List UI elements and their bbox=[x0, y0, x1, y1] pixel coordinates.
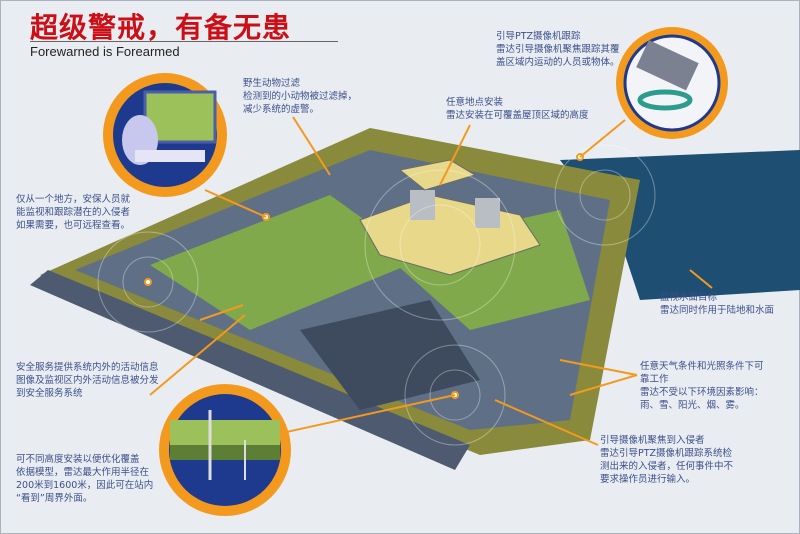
lawn bbox=[150, 195, 420, 330]
ptz-camera-callout bbox=[616, 27, 728, 139]
tank bbox=[475, 198, 500, 228]
control-room-callout bbox=[103, 73, 227, 197]
radar-node bbox=[144, 278, 152, 286]
note-mount-heights: 可不同高度安装以便优化覆盖 依据模型，雷达最大作用半径在 200米到1600米，… bbox=[16, 454, 154, 504]
note-install-anywhere: 任意地点安装 雷达安装在可覆盖屋顶区域的高度 bbox=[446, 97, 589, 121]
parking-lot bbox=[300, 300, 480, 410]
note-ptz-tracking: 引导PTZ摄像机跟踪 雷达引导摄像机聚焦跟踪其覆 盖区域内运动的人员或物体。 bbox=[496, 31, 620, 68]
height-callout bbox=[159, 384, 291, 516]
title-divider bbox=[30, 41, 338, 42]
note-water-targets: 监视水面目标 雷达同时作用于陆地和水面 bbox=[660, 292, 775, 316]
page-title: 超级警戒，有备无患 bbox=[30, 11, 292, 44]
building-2 bbox=[398, 159, 477, 191]
page-subtitle: Forewarned is Forearmed bbox=[30, 44, 180, 59]
outer-road bbox=[30, 270, 470, 470]
note-wildlife-filter: 野生动物过滤 检测到的小动物被过滤掉， 减少系统的虚警。 bbox=[243, 78, 358, 115]
tank bbox=[410, 190, 435, 220]
note-all-weather: 任意天气条件和光照条件下可 靠工作 雷达不受以下环境因素影响： 雨、雪、阳光、烟… bbox=[640, 361, 764, 411]
note-single-location: 仅从一个地方，安保人员就 能监视和跟踪潜在的入侵者 如果需要，也可远程查看。 bbox=[16, 194, 131, 231]
note-security-service: 安全服务提供系统内外的活动信息 图像及监视区内外活动信息被分发 到安全服务系统 bbox=[16, 362, 159, 399]
note-camera-focus: 引导摄像机聚焦到入侵者 雷达引导PTZ摄像机跟踪系统检 测出来的入侵者，任何事件… bbox=[600, 435, 734, 485]
